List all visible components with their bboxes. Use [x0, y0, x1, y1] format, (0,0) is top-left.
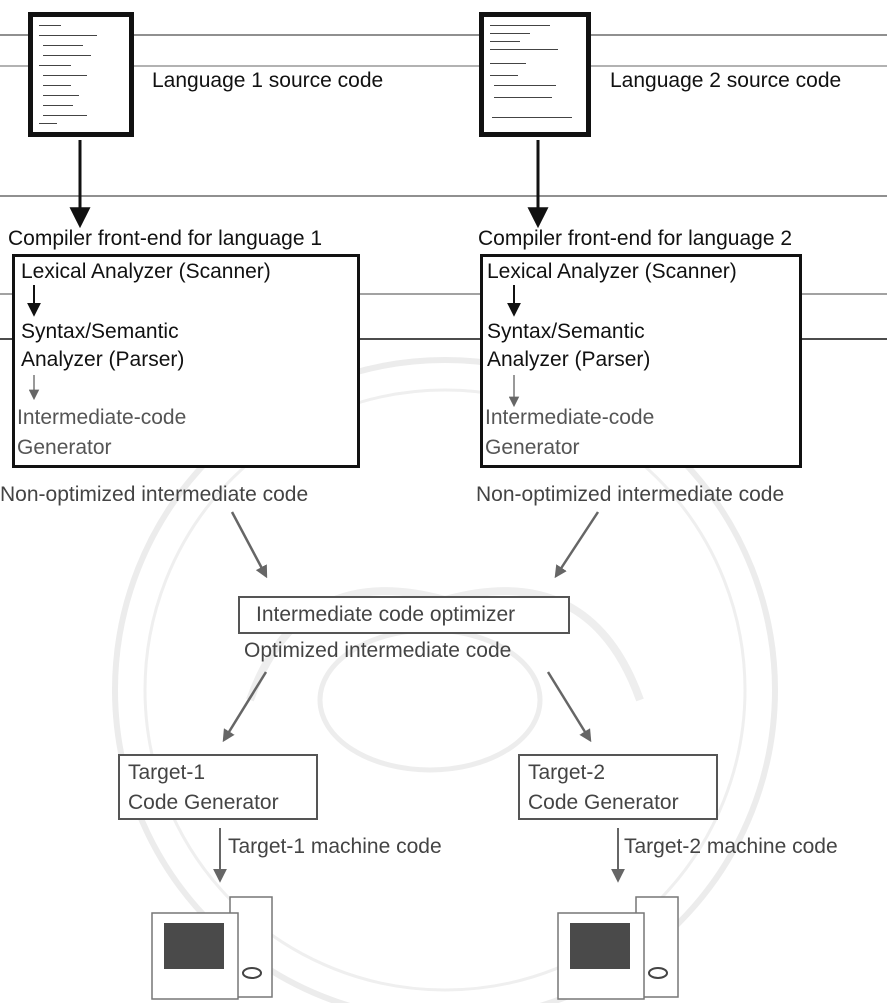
arrow-optimizer-to-target2 [546, 671, 592, 743]
optimizer-box: Intermediate code optimizer [238, 596, 570, 634]
computer-icon-2 [557, 896, 679, 1000]
nonopt-label-2: Non-optimized intermediate code [476, 483, 785, 506]
arrow-optimizer-to-target1 [222, 671, 268, 743]
arrow-nonopt1-to-optimizer [230, 511, 268, 579]
frontend-title-2: Compiler front-end for language 2 [478, 227, 793, 250]
source-label-2: Language 2 source code [610, 69, 842, 92]
source-document-1 [28, 12, 134, 137]
icg-1-line1: Intermediate-code [17, 406, 187, 429]
syntax-analyzer-2-line2: Analyzer (Parser) [487, 348, 651, 371]
icg-2-line2: Generator [485, 436, 580, 459]
icg-2-line1: Intermediate-code [485, 406, 655, 429]
syntax-analyzer-2-line1: Syntax/Semantic [487, 320, 645, 343]
target2-box: Target-2 Code Generator [518, 754, 718, 820]
icg-1-line2: Generator [17, 436, 112, 459]
optimized-output-label: Optimized intermediate code [244, 639, 512, 662]
target1-output-label: Target-1 machine code [228, 835, 442, 858]
arrow-nonopt2-to-optimizer [554, 511, 600, 579]
syntax-analyzer-1-line2: Analyzer (Parser) [21, 348, 185, 371]
lexical-analyzer-2: Lexical Analyzer (Scanner) [487, 260, 737, 283]
target2-line2: Code Generator [528, 791, 679, 814]
nonopt-label-1: Non-optimized intermediate code [0, 483, 309, 506]
source-document-2 [479, 12, 591, 137]
computer-icon-1 [151, 896, 273, 1000]
source-label-1: Language 1 source code [152, 69, 384, 92]
target1-box: Target-1 Code Generator [118, 754, 318, 820]
lexical-analyzer-1: Lexical Analyzer (Scanner) [21, 260, 271, 283]
target2-line1: Target-2 [528, 761, 606, 784]
target2-output-label: Target-2 machine code [624, 835, 838, 858]
target1-line1: Target-1 [128, 761, 206, 784]
frontend-title-1: Compiler front-end for language 1 [8, 227, 323, 250]
frontend-box-1: Lexical Analyzer (Scanner) Syntax/Semant… [12, 254, 360, 468]
optimizer-label: Intermediate code optimizer [256, 603, 516, 626]
target1-line2: Code Generator [128, 791, 279, 814]
frontend-box-2: Lexical Analyzer (Scanner) Syntax/Semant… [480, 254, 802, 468]
syntax-analyzer-1-line1: Syntax/Semantic [21, 320, 179, 343]
